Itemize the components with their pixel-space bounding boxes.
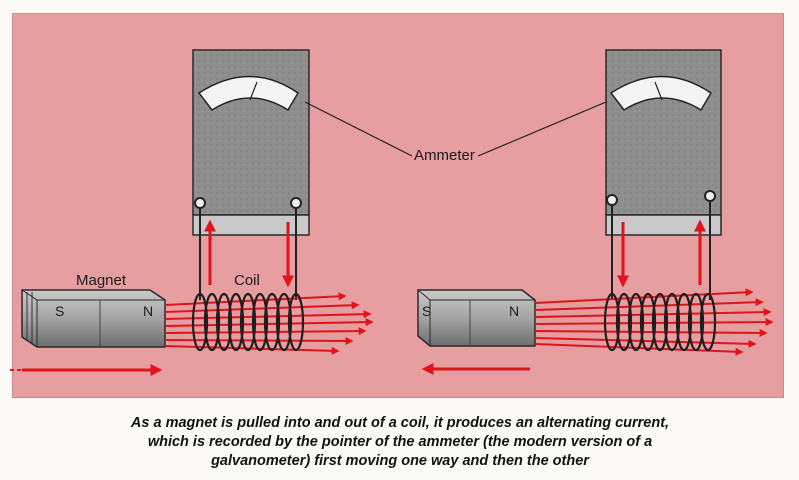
left-magnet-pole-s: S <box>55 303 65 319</box>
motion-lines <box>26 292 33 344</box>
ammeter-pointer <box>249 81 258 101</box>
left-coil <box>191 292 305 352</box>
magnet-label: Magnet <box>76 272 127 289</box>
ammeter-base <box>605 214 722 236</box>
left-setup <box>10 49 374 376</box>
left-magnet <box>21 289 166 348</box>
terminal-right <box>704 190 716 202</box>
ammeter-leader-lines <box>304 101 607 157</box>
ammeter-dial <box>197 75 300 112</box>
terminal-right <box>290 197 302 209</box>
ammeter-base <box>192 214 310 236</box>
figure-caption: As a magnet is pulled into and out of a … <box>60 414 740 471</box>
caption-line-2: which is recorded by the pointer of the … <box>147 434 653 450</box>
right-ammeter <box>605 49 722 236</box>
terminal-left <box>606 194 618 206</box>
left-ammeter <box>192 49 310 236</box>
terminal-left <box>194 197 206 209</box>
right-wires <box>611 201 711 300</box>
ammeter-pointer <box>654 81 663 101</box>
right-magnet-pole-n: N <box>509 303 520 319</box>
ammeter-body <box>192 49 310 216</box>
right-magnet-pole-s: S <box>422 303 432 319</box>
left-wires <box>199 208 297 300</box>
right-coil <box>603 292 717 352</box>
right-setup <box>417 49 774 375</box>
coil-label: Coil <box>234 272 260 289</box>
ammeter-body <box>605 49 722 216</box>
left-magnet-pole-n: N <box>143 303 154 319</box>
ammeter-label: Ammeter <box>412 147 477 164</box>
caption-line-1: As a magnet is pulled into and out of a … <box>130 415 670 431</box>
caption-line-3: galvanometer) first moving one way and t… <box>211 453 589 469</box>
right-magnet <box>417 289 536 347</box>
ammeter-dial <box>609 75 713 112</box>
